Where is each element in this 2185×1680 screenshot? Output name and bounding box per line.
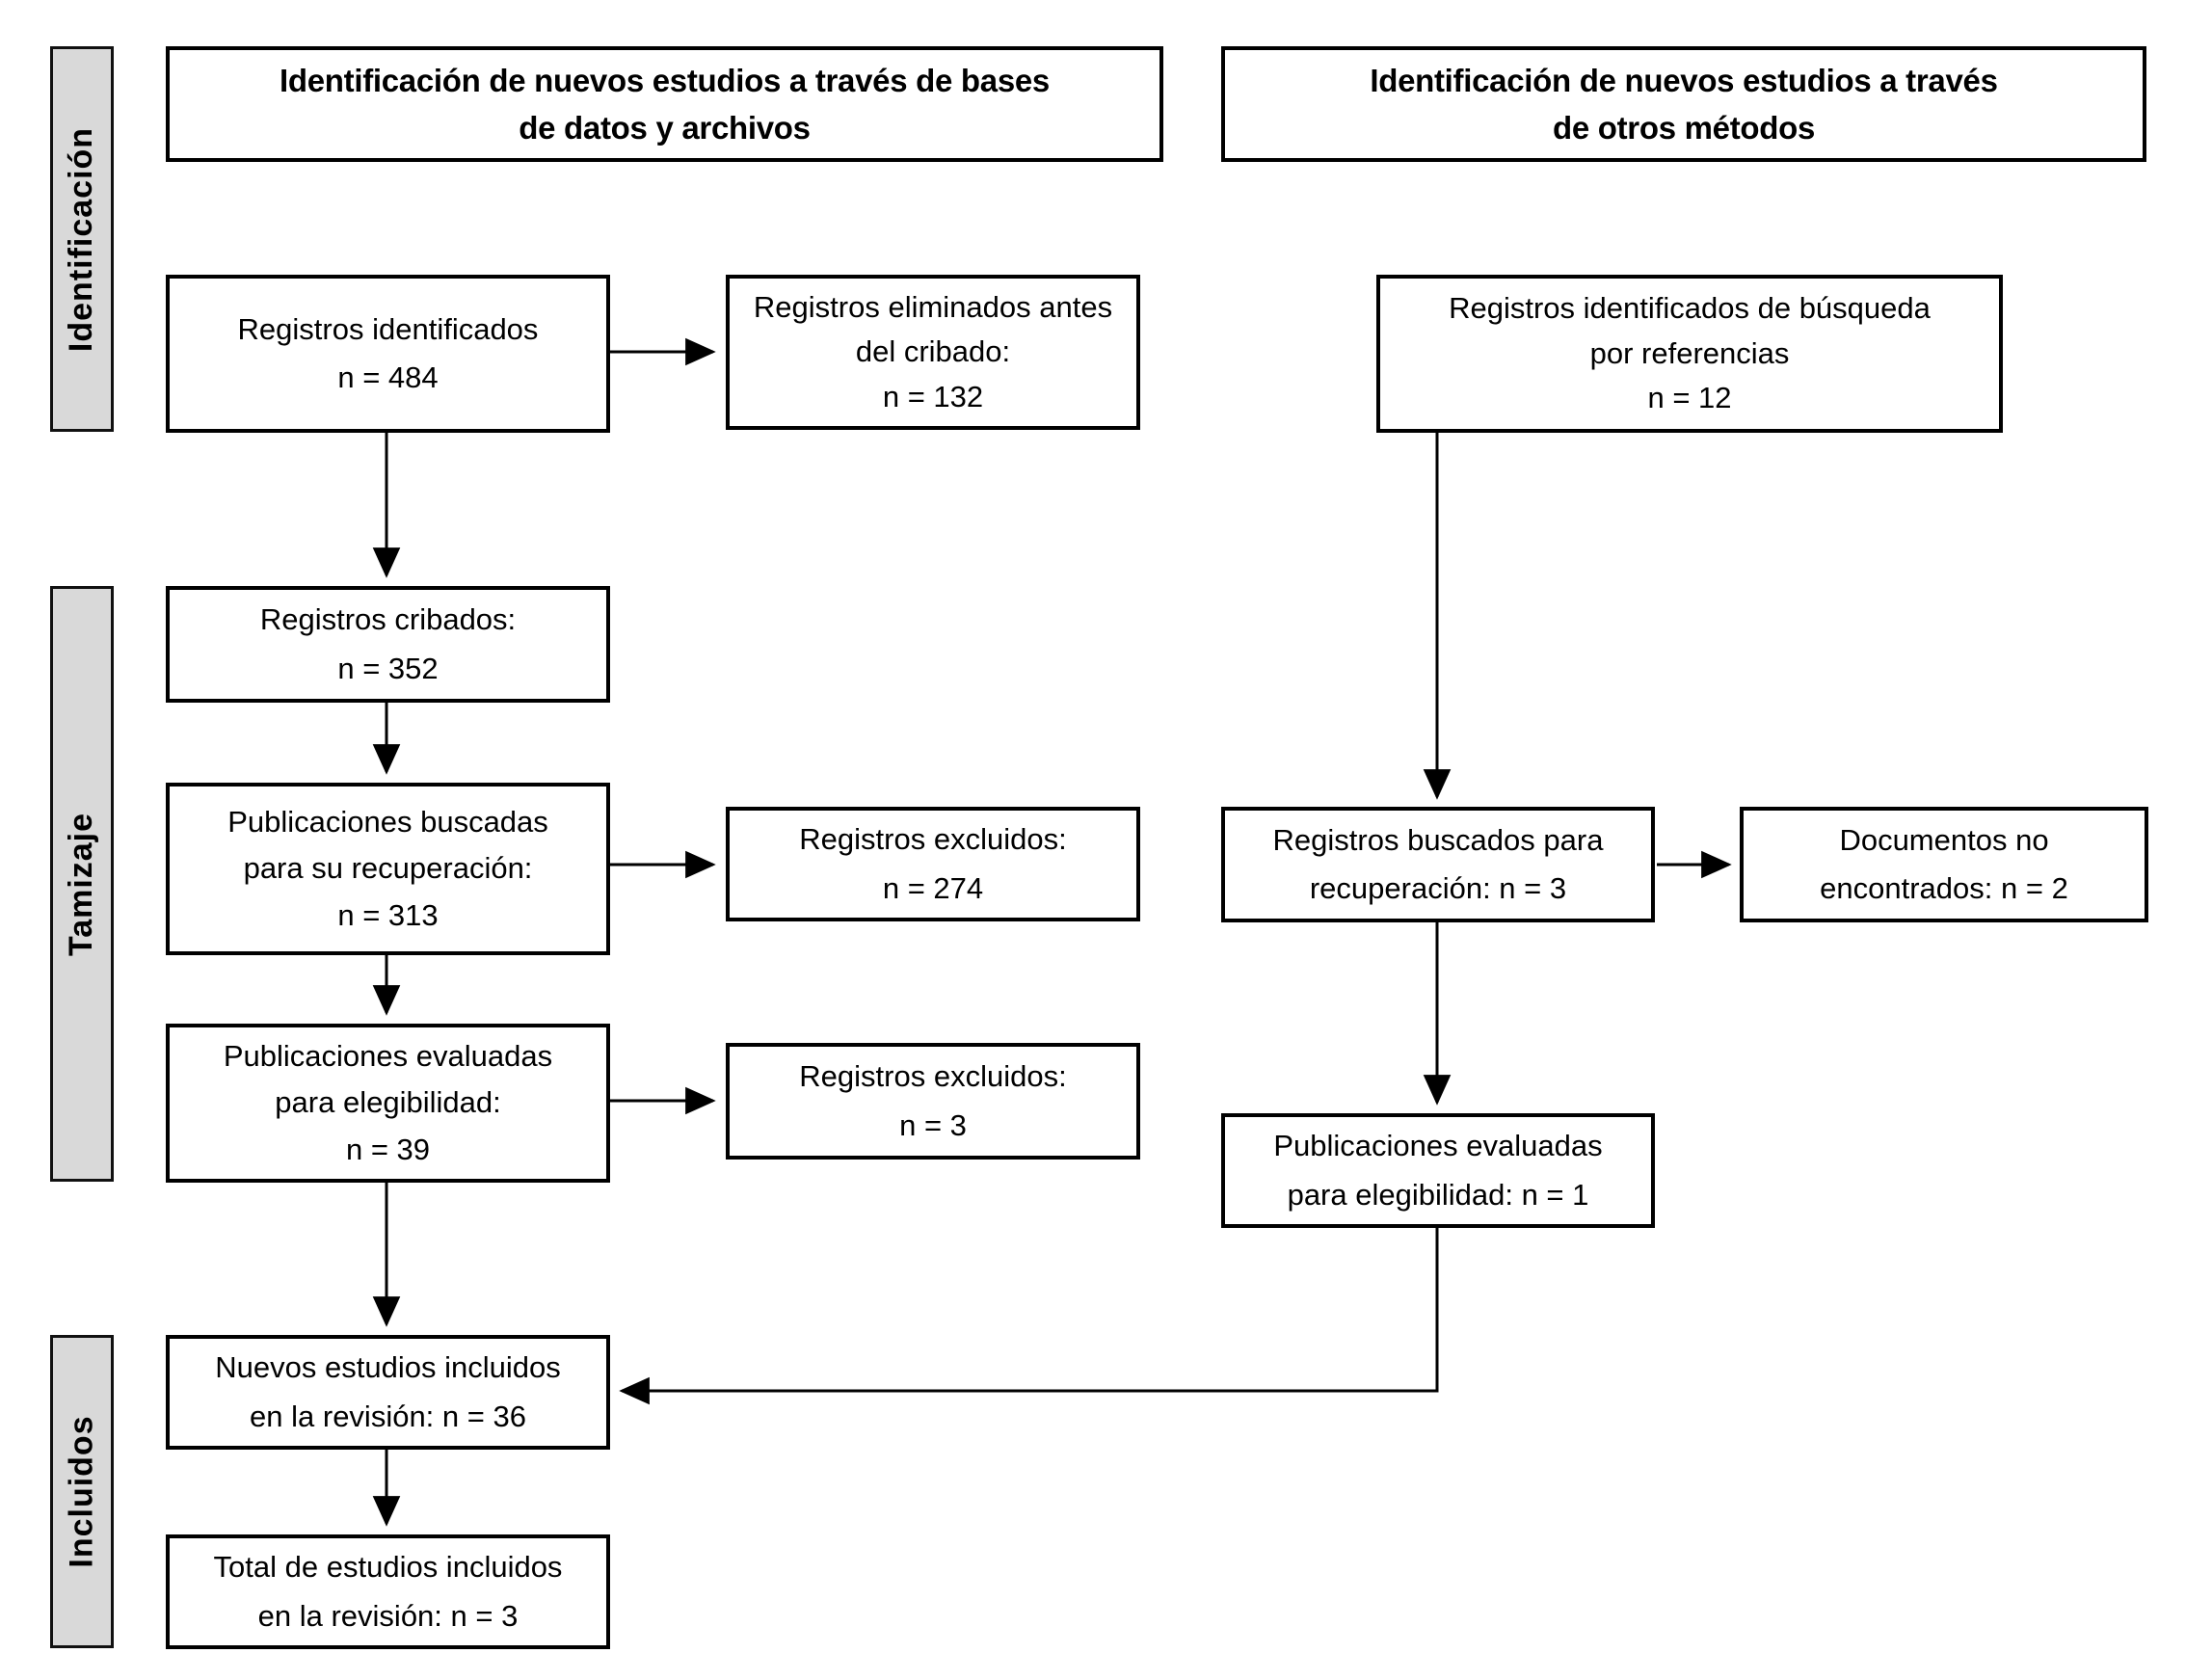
box-records-excluded-1-line2: n = 274 <box>882 870 984 905</box>
box-docs-not-found: Documentos no encontrados: n = 2 <box>1740 807 2148 922</box>
header-databases-line1: Identificación de nuevos estudios a trav… <box>280 62 1050 98</box>
header-databases: Identificación de nuevos estudios a trav… <box>166 46 1163 162</box>
box-records-identified: Registros identificados n = 484 <box>166 275 610 433</box>
box-records-excluded-1-line1: Registros excluidos: <box>799 822 1067 857</box>
header-other-methods-line2: de otros métodos <box>1552 110 1816 146</box>
header-databases-line2: de datos y archivos <box>519 110 811 146</box>
box-total-studies-included-line2: en la revisión: n = 3 <box>257 1598 519 1633</box>
box-records-sought-refs: Registros buscados para recuperación: n … <box>1221 807 1655 922</box>
header-other-methods-line1: Identificación de nuevos estudios a trav… <box>1370 62 1998 98</box>
box-new-studies-included-line2: en la revisión: n = 36 <box>250 1399 526 1433</box>
box-records-screened: Registros cribados: n = 352 <box>166 586 610 703</box>
box-pubs-sought-line2: para su recuperación: <box>243 851 533 886</box>
box-pubs-assessed-line1: Publicaciones evaluadas <box>223 1039 553 1074</box>
stage-bar-tamizaje: Tamizaje <box>50 586 114 1182</box>
box-pubs-assessed-refs-line2: para elegibilidad: n = 1 <box>1287 1177 1589 1212</box>
header-other-methods: Identificación de nuevos estudios a trav… <box>1221 46 2146 162</box>
box-records-screened-line1: Registros cribados: <box>259 602 517 637</box>
box-records-sought-refs-line1: Registros buscados para <box>1272 822 1604 857</box>
box-pubs-assessed-line3: n = 39 <box>345 1132 431 1166</box>
box-pubs-sought-line3: n = 313 <box>337 897 439 932</box>
box-total-studies-included: Total de estudios incluidos en la revisi… <box>166 1534 610 1649</box>
stage-label-identificacion: Identificación <box>63 126 100 352</box>
box-records-excluded-2-line2: n = 3 <box>899 1107 967 1142</box>
box-records-screened-line2: n = 352 <box>337 651 439 685</box>
stage-label-incluidos: Incluidos <box>63 1415 100 1568</box>
box-pubs-sought-line1: Publicaciones buscadas <box>227 805 548 840</box>
elbow-assessedrefs-to-newincluded <box>619 1228 1439 1405</box>
stage-bar-incluidos: Incluidos <box>50 1335 114 1648</box>
box-pubs-assessed-refs: Publicaciones evaluadas para elegibilida… <box>1221 1113 1655 1228</box>
box-records-excluded-1: Registros excluidos: n = 274 <box>726 807 1140 921</box>
box-docs-not-found-line1: Documentos no <box>1839 822 2049 857</box>
box-pubs-assessed-line2: para elegibilidad: <box>275 1085 501 1120</box>
stage-bar-identificacion: Identificación <box>50 46 114 432</box>
box-records-excluded-2-line1: Registros excluidos: <box>799 1059 1067 1094</box>
box-new-studies-included: Nuevos estudios incluidos en la revisión… <box>166 1335 610 1450</box>
box-pubs-assessed-refs-line1: Publicaciones evaluadas <box>1273 1129 1603 1163</box>
box-records-excluded-2: Registros excluidos: n = 3 <box>726 1043 1140 1160</box>
box-total-studies-included-line1: Total de estudios incluidos <box>213 1550 563 1585</box>
box-records-identified-line1: Registros identificados <box>237 311 539 346</box>
box-records-identified-refs-line3: n = 12 <box>1647 381 1732 415</box>
box-records-removed-line1: Registros eliminados antes <box>753 289 1113 324</box>
box-new-studies-included-line1: Nuevos estudios incluidos <box>215 1350 561 1385</box>
box-records-removed-line2: del cribado: <box>855 334 1011 369</box>
box-records-identified-refs-line1: Registros identificados de búsqueda <box>1449 291 1931 326</box>
box-records-identified-refs: Registros identificados de búsqueda por … <box>1376 275 2003 433</box>
stage-label-tamizaje: Tamizaje <box>63 812 100 956</box>
box-records-identified-refs-line2: por referencias <box>1589 335 1790 370</box>
box-pubs-sought: Publicaciones buscadas para su recuperac… <box>166 783 610 955</box>
box-records-removed-line3: n = 132 <box>882 379 984 413</box>
box-records-removed: Registros eliminados antes del cribado: … <box>726 275 1140 430</box>
box-pubs-assessed: Publicaciones evaluadas para elegibilida… <box>166 1024 610 1183</box>
box-docs-not-found-line2: encontrados: n = 2 <box>1820 871 2068 905</box>
box-records-sought-refs-line2: recuperación: n = 3 <box>1309 871 1567 905</box>
box-records-identified-line2: n = 484 <box>337 360 439 394</box>
